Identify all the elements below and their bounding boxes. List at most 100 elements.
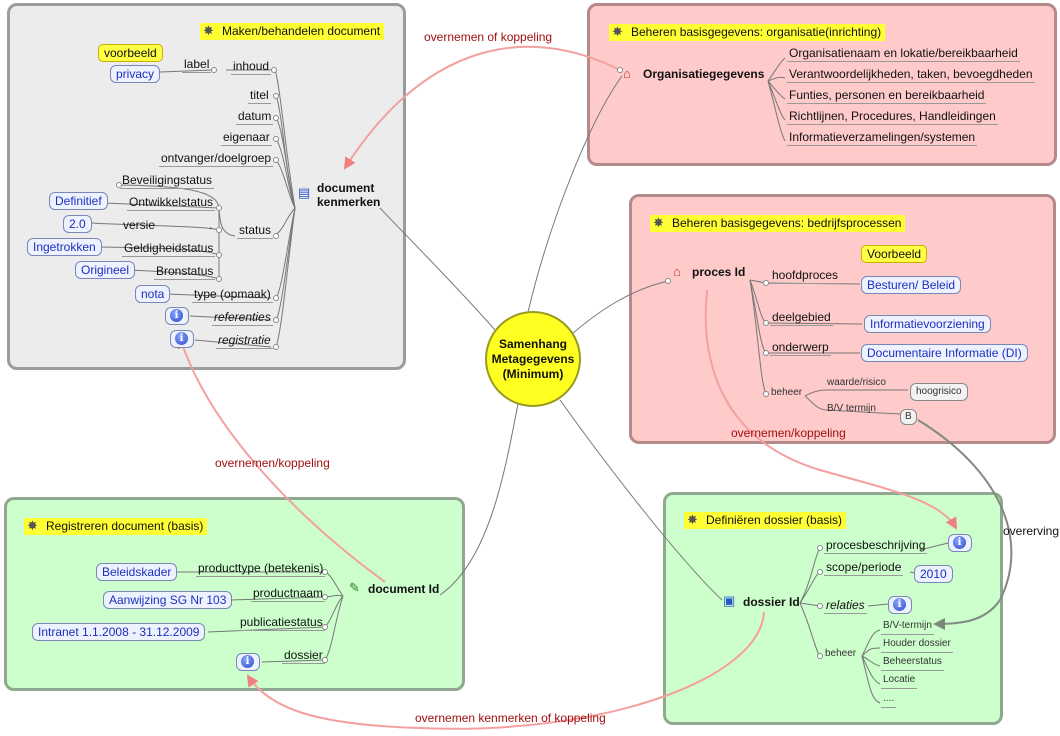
value-ingetrokken[interactable]: Ingetrokken <box>27 238 102 256</box>
dossier-beheer-item-0[interactable]: B/V-termijn <box>881 619 934 635</box>
node-onderwerp[interactable]: onderwerp <box>770 340 831 356</box>
magic-wand-icon: ✸ <box>203 23 214 38</box>
organisatie-panel-title[interactable]: ✸ Beheren basisgegevens: organisatie(inr… <box>609 24 886 41</box>
node-waarde-risico[interactable]: waarde/risico <box>827 377 886 388</box>
value-producttype[interactable]: Beleidskader <box>96 563 178 581</box>
value-definitief[interactable]: Definitief <box>49 192 108 210</box>
document-root-line1: document <box>317 181 375 195</box>
node-productnaam[interactable]: productnaam <box>251 586 326 602</box>
org-item-2[interactable]: Funties, personen en bereikbaarheid <box>787 88 987 104</box>
proces-root-node[interactable]: proces Id <box>692 265 746 279</box>
org-item-1[interactable]: Verantwoordelijkheden, taken, bevoegdhed… <box>787 67 1035 83</box>
link-label-proces-to-dossier: overnemen/koppeling <box>731 426 846 440</box>
dossier-panel-title-text: Definiëren dossier (basis) <box>706 513 843 527</box>
value-privacy[interactable]: privacy <box>110 65 161 83</box>
dossier-beheer-item-1[interactable]: Houder dossier <box>881 637 953 653</box>
node-titel[interactable]: titel <box>248 88 271 104</box>
info-icon-procesbeschrijving[interactable]: i <box>948 534 972 552</box>
center-line-2: Metagegevens <box>491 351 575 366</box>
proces-panel-title[interactable]: ✸ Beheren basisgegevens: bedrijfsprocess… <box>650 215 906 232</box>
dossier-beheer-item-4[interactable]: .... <box>881 692 897 708</box>
house-icon: ⌂ <box>623 66 631 81</box>
value-hoogrisico[interactable]: hoogrisico <box>910 383 968 401</box>
value-origineel[interactable]: Origineel <box>75 261 136 279</box>
document-list-icon: ▤ <box>298 185 311 200</box>
org-item-3[interactable]: Richtlijnen, Procedures, Handleidingen <box>787 109 998 125</box>
value-hoofdproces[interactable]: Besturen/ Beleid <box>861 276 962 294</box>
node-producttype[interactable]: producttype (betekenis) <box>196 561 326 577</box>
value-deelgebied[interactable]: Informatievoorziening <box>864 315 991 333</box>
link-label-dossier-to-docid: overnemen kenmerken of koppeling <box>415 711 606 725</box>
node-geldigheidstatus[interactable]: Geldigheidstatus <box>122 241 216 257</box>
document-root-line2: kenmerken <box>317 195 381 209</box>
versie-dot: . <box>209 218 213 232</box>
dossier-root-node[interactable]: dossier Id <box>743 595 800 609</box>
node-inhoud[interactable]: inhoud <box>231 59 272 75</box>
house-icon: ⌂ <box>673 264 681 279</box>
pencil-icon: ✎ <box>349 580 360 595</box>
node-referenties[interactable]: referenties <box>212 310 273 326</box>
folder-icon: ▣ <box>723 593 736 608</box>
node-type[interactable]: type (opmaak) <box>192 287 273 303</box>
info-icon-dossier[interactable]: i <box>236 653 260 671</box>
proces-panel-title-text: Beheren basisgegevens: bedrijfsprocessen <box>672 216 902 230</box>
document-panel-title-text: Maken/behandelen document <box>222 24 381 38</box>
dossier-panel-title[interactable]: ✸ Definiëren dossier (basis) <box>684 512 847 529</box>
node-beveiligingstatus[interactable]: Beveiligingstatus <box>120 173 215 189</box>
org-item-0[interactable]: Organisatienaam en lokatie/bereikbaarhei… <box>787 46 1020 62</box>
central-topic[interactable]: Samenhang Metagegevens (Minimum) <box>485 311 581 407</box>
value-productnaam[interactable]: Aanwijzing SG Nr 103 <box>103 591 233 609</box>
organisatie-panel-title-text: Beheren basisgegevens: organisatie(inric… <box>631 25 882 39</box>
info-icon-referenties[interactable]: i <box>165 307 189 325</box>
dossier-beheer-item-3[interactable]: Locatie <box>881 673 918 689</box>
value-bv[interactable]: B <box>900 409 917 425</box>
org-item-4[interactable]: Informatieverzamelingen/systemen <box>787 130 978 146</box>
link-label-org-to-doc: overnemen of koppeling <box>424 30 553 44</box>
registreren-panel-title[interactable]: ✸ Registreren document (basis) <box>24 518 208 535</box>
info-icon-registratie[interactable]: i <box>170 330 194 348</box>
value-nota[interactable]: nota <box>135 285 171 303</box>
center-line-3: (Minimum) <box>502 366 564 381</box>
center-line-1: Samenhang <box>498 336 567 351</box>
organisatie-root-node[interactable]: Organisatiegegevens <box>643 67 765 81</box>
node-label[interactable]: label <box>182 57 212 73</box>
node-ontwikkelstatus[interactable]: Ontwikkelstatus <box>127 195 216 211</box>
dossier-beheer-item-2[interactable]: Beheerstatus <box>881 655 944 671</box>
panel-document <box>7 3 406 370</box>
node-dossier-beheer[interactable]: beheer <box>825 648 857 659</box>
value-proces-voorbeeld[interactable]: Voorbeeld <box>861 245 928 263</box>
registreren-panel-title-text: Registreren document (basis) <box>46 519 204 533</box>
node-hoofdproces[interactable]: hoofdproces <box>770 268 841 284</box>
node-dossier[interactable]: dossier <box>282 648 325 664</box>
value-publicatiestatus[interactable]: Intranet 1.1.2008 - 31.12.2009 <box>32 623 206 641</box>
value-voorbeeld[interactable]: voorbeeld <box>98 44 163 62</box>
value-scope[interactable]: 2010 <box>914 565 953 583</box>
info-icon-relaties[interactable]: i <box>888 596 912 614</box>
node-bronstatus[interactable]: Bronstatus <box>154 264 216 280</box>
node-versie[interactable]: versie <box>123 218 156 232</box>
node-relaties[interactable]: relaties <box>824 598 867 614</box>
value-onderwerp[interactable]: Documentaire Informatie (DI) <box>861 344 1028 362</box>
node-scope[interactable]: scope/periode <box>824 560 904 576</box>
link-label-overerving: overerving <box>1003 524 1060 538</box>
document-panel-title[interactable]: ✸ Maken/behandelen document <box>200 23 385 40</box>
panel-dossier <box>663 492 1003 725</box>
magic-wand-icon: ✸ <box>687 512 698 527</box>
value-versie[interactable]: 2.0 <box>63 215 92 233</box>
magic-wand-icon: ✸ <box>653 215 664 230</box>
node-status[interactable]: status <box>237 223 274 239</box>
node-procesbeschrijving[interactable]: procesbeschrijving <box>824 538 928 554</box>
node-datum[interactable]: datum <box>236 109 274 125</box>
node-bv-termijn[interactable]: B/V termijn <box>827 403 876 414</box>
document-root-node[interactable]: document kenmerken <box>317 181 380 209</box>
node-proces-beheer[interactable]: beheer <box>771 387 803 398</box>
magic-wand-icon: ✸ <box>612 24 623 39</box>
node-deelgebied[interactable]: deelgebied <box>770 310 833 326</box>
node-eigenaar[interactable]: eigenaar <box>221 130 272 146</box>
node-ontvanger[interactable]: ontvanger/doelgroep <box>159 151 274 167</box>
registreren-root-node[interactable]: document Id <box>368 582 440 596</box>
node-publicatiestatus[interactable]: publicatiestatus <box>238 615 325 631</box>
link-label-docid-to-reg: overnemen/koppeling <box>215 456 330 470</box>
node-registratie[interactable]: registratie <box>216 333 273 349</box>
